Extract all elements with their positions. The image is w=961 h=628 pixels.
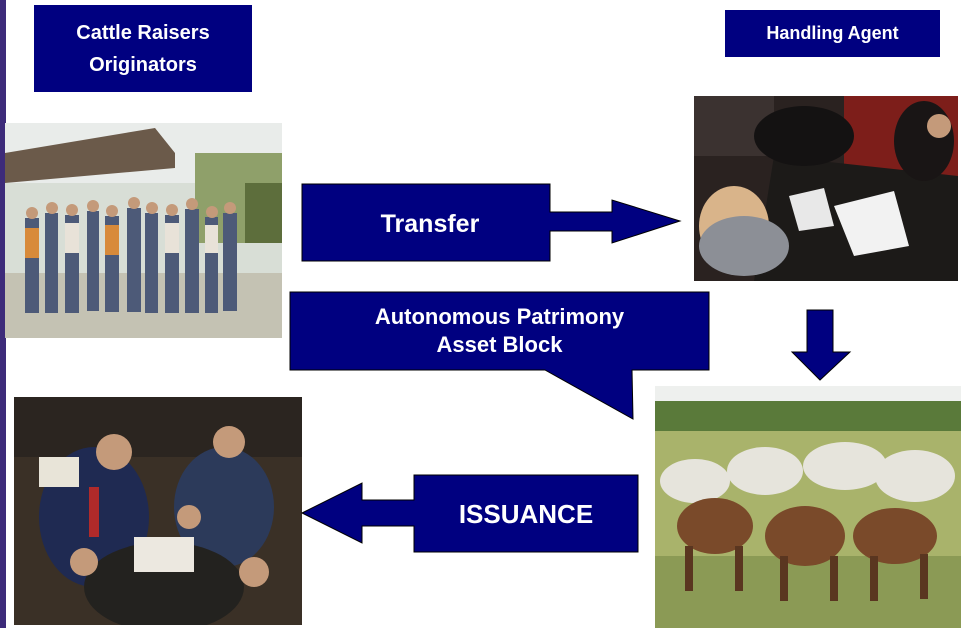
autonomous-patrimony-callout [289,291,710,420]
transfer-label: Transfer [330,195,530,253]
transfer-arrow [301,183,682,262]
originators-line1: Cattle Raisers [76,21,210,44]
handling-agent-meeting-photo [694,96,958,281]
issuance-label: ISSUANCE [414,478,638,550]
down-arrow [790,309,852,381]
trading-floor-photo [14,397,302,625]
cattle-herd-photo [655,386,961,628]
issuance-arrow [300,474,639,553]
patrimony-line1: Autonomous Patrimony [374,304,625,329]
patrimony-line2: Asset Block [436,332,563,357]
originators-line2: Originators [89,53,197,76]
transfer-text: Transfer [380,209,480,238]
issuance-text: ISSUANCE [458,498,594,529]
cattle-raisers-originators-label: Cattle Raisers Originators [34,5,252,92]
patrimony-label: Autonomous Patrimony Asset Block [290,293,709,369]
handling-agent-label: Handling Agent [725,10,940,57]
handling-agent-text: Handling Agent [766,23,899,43]
left-accent-bar [0,0,6,628]
cattle-raisers-photo [5,123,282,338]
